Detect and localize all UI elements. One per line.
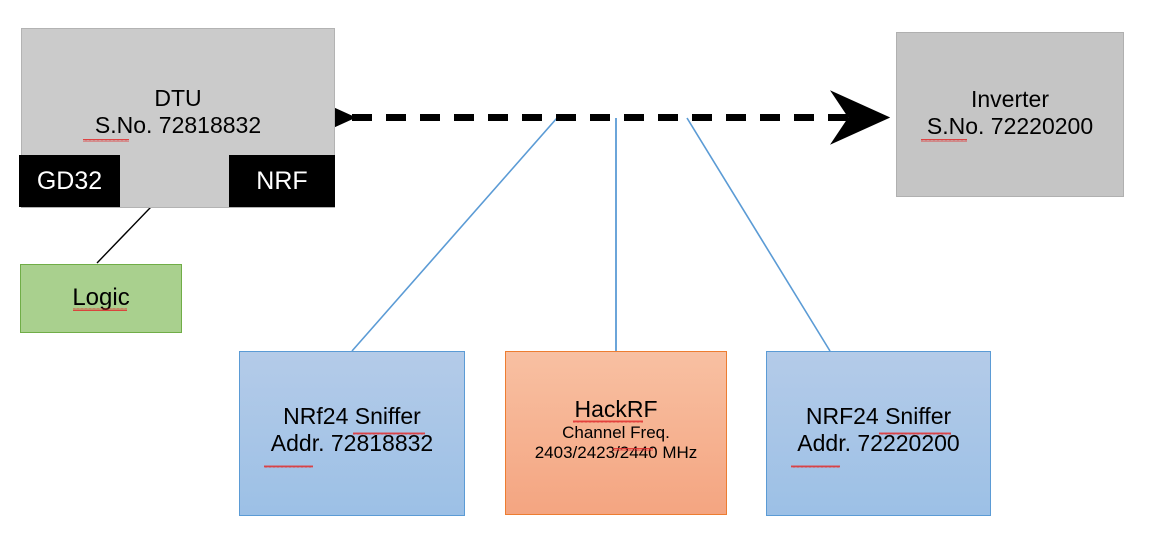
inverter-serial: S.No. 72220200	[926, 113, 1094, 140]
sniffer-left-addr: Addr. 72818832	[270, 430, 434, 457]
hackrf-node[interactable]: HackRF Channel Freq. 2403/2423/2440 MHz	[505, 351, 727, 515]
inverter-node[interactable]: Inverter S.No. 72220200	[896, 32, 1124, 197]
hackrf-channel-label: Channel Freq.	[562, 423, 670, 443]
nrf-label: NRF	[256, 166, 308, 195]
logic-label: Logic	[72, 284, 130, 312]
sniffer-right-node[interactable]: NRF24 Sniffer Addr. 72220200	[766, 351, 991, 516]
gd32-node[interactable]: GD32	[19, 155, 120, 207]
sniffer-right-tap	[686, 117, 831, 352]
dtu-title: DTU	[154, 85, 202, 111]
hackrf-frequencies: 2403/2423/2440 MHz	[534, 443, 698, 463]
dtu-serial: S.No. 72818832	[94, 112, 262, 139]
sniffer-left-title: NRf24 Sniffer	[283, 403, 421, 429]
hackrf-title: HackRF	[574, 396, 658, 422]
logic-node[interactable]: Logic	[20, 264, 182, 333]
nrf-node[interactable]: NRF	[229, 155, 335, 207]
gd32-label: GD32	[36, 166, 103, 195]
sniffer-right-addr: Addr. 72220200	[797, 430, 960, 457]
inverter-title: Inverter	[971, 86, 1049, 112]
sniffer-left-tap	[351, 117, 558, 352]
sniffer-left-node[interactable]: NRf24 Sniffer Addr. 72818832	[239, 351, 465, 516]
sniffer-right-title: NRF24 Sniffer	[805, 403, 952, 429]
